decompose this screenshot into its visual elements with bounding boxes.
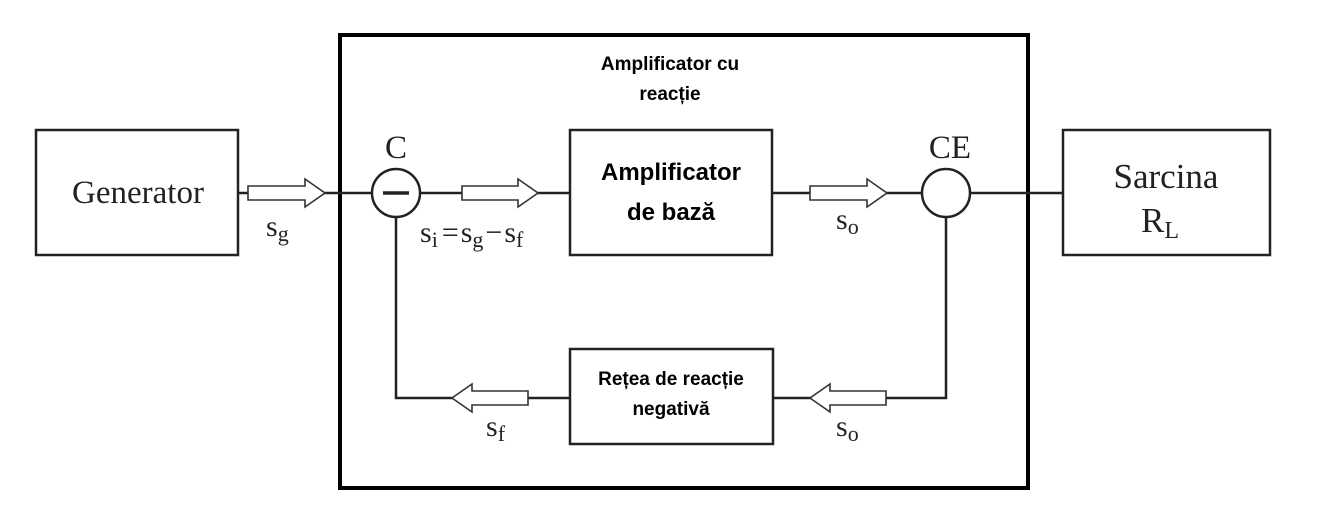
signal-label-so-feedback: so [836,410,859,446]
comparator-label: C [385,130,407,166]
frame-title-line2: reacție [639,84,700,105]
frame-title-line1: Amplificator cu [601,54,739,75]
wire-sampler-to-feedback [773,217,948,400]
signal-arrow-right-icon [809,177,889,209]
signal-arrow-right-icon [461,177,540,209]
base-amplifier-block [568,128,774,257]
signal-label-sf: sf [486,410,506,446]
feedback-network-label-line2: negativă [632,399,710,420]
signal-label-sg: sg [266,210,289,246]
load-block [1061,128,1272,257]
sampler-label: CE [929,130,971,166]
signal-arrow-left-icon [450,382,529,414]
base-amplifier-label-line1: Amplificator [601,159,741,186]
base-amplifier-label-line2: de bază [627,199,716,226]
signal-equation-si: si=sg−sf [420,216,524,252]
signal-arrow-left-icon [808,382,887,414]
feedback-network-label-line1: Rețea de reacție [598,369,744,390]
load-resistance-label: RL [1141,201,1179,244]
generator-block [34,128,240,257]
load-label-line1: Sarcina [1114,157,1219,196]
feedback-amplifier-frame [338,33,1030,490]
negative-feedback-network-block [568,347,775,446]
signal-label-so-forward: so [836,203,859,239]
signal-arrow-right-icon [247,177,327,209]
generator-label: Generator [72,175,204,211]
sampler-node [920,167,972,219]
